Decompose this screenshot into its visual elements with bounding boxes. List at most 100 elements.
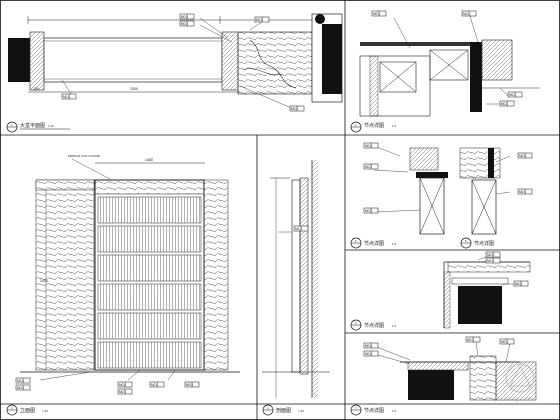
- material-tag: M0.1: [293, 225, 309, 232]
- elevation-title-block: 3 立面图 1:20: [6, 404, 48, 416]
- svg-text:M0.1: M0.1: [256, 18, 263, 22]
- svg-text:M0.1: M0.1: [463, 12, 470, 16]
- detail-d-block: [408, 370, 454, 400]
- material-tag: M0.1: [465, 336, 481, 343]
- detail-a-wall: [481, 39, 513, 81]
- material-tag: M0.1: [499, 100, 515, 107]
- material-tag: M0.1: [61, 93, 77, 100]
- svg-text:M0.1: M0.1: [365, 352, 372, 356]
- plan-title-block: 1 大堂平面图 1:20: [6, 121, 70, 133]
- elev-wood-left: [35, 179, 95, 371]
- svg-text:M0.1: M0.1: [487, 253, 494, 257]
- elev-note: MIRROR WITH FRAME: [68, 154, 100, 158]
- detail-b-title-block-2: 5 节点详图: [460, 237, 494, 249]
- material-tag: M0.1: [117, 381, 133, 388]
- svg-text:M0.1: M0.1: [519, 190, 526, 194]
- svg-text:M0.1: M0.1: [501, 102, 508, 106]
- svg-text:M0.1: M0.1: [365, 209, 372, 213]
- material-tag: M0.1: [507, 91, 523, 98]
- material-tag: M0.1: [363, 342, 379, 349]
- material-tag: M0.1: [289, 105, 305, 112]
- svg-text:1:5: 1:5: [392, 124, 397, 128]
- svg-text:1:5: 1:5: [392, 409, 397, 413]
- svg-text:节点详图: 节点详图: [364, 240, 384, 247]
- elev-width-dim: 1480: [145, 158, 153, 162]
- elevation-view: 1480 MIRROR WITH FRAME 2400 M0.1 M0.1 M0…: [6, 154, 240, 416]
- material-tag: M0.1: [363, 350, 379, 357]
- svg-text:立面图: 立面图: [20, 407, 35, 414]
- material-tag: M0.1: [179, 13, 195, 20]
- svg-text:5: 5: [355, 239, 357, 243]
- plan-stone-area: [237, 31, 313, 95]
- elev-wood-right: [203, 179, 229, 371]
- material-tag: M0.1: [363, 163, 379, 170]
- section-profile: [291, 179, 301, 373]
- material-tag: M0.1: [513, 280, 529, 287]
- svg-text:M0.1: M0.1: [119, 390, 126, 394]
- material-tag: M0.1: [15, 384, 31, 391]
- material-tag: M0.1: [179, 20, 195, 27]
- svg-text:1:20: 1:20: [42, 409, 48, 413]
- material-tag: M0.1: [363, 207, 379, 214]
- svg-text:M0.1: M0.1: [515, 282, 522, 286]
- detail-d-title-block: 7 节点详图 1:5: [350, 404, 397, 416]
- svg-text:2: 2: [355, 123, 357, 127]
- detail-b-title-block: 5 节点详图 1:5: [350, 237, 397, 249]
- material-tag: M0.1: [363, 142, 379, 149]
- svg-text:大堂平面图: 大堂平面图: [20, 122, 45, 129]
- material-tag: M0.1: [499, 338, 515, 345]
- material-tag: M0.1: [117, 388, 133, 395]
- plan-wall-block: [8, 38, 30, 82]
- elev-carved-rows: [97, 196, 202, 369]
- svg-text:M0.1: M0.1: [181, 22, 188, 26]
- svg-text:5: 5: [465, 239, 467, 243]
- material-tag: M0.1: [254, 16, 270, 23]
- detail-c-block: [458, 286, 502, 324]
- svg-text:M0.1: M0.1: [373, 12, 380, 16]
- material-tag: M0.1: [149, 381, 165, 388]
- section-view: M0.1 4 剖面图 1:20: [262, 160, 330, 416]
- detail-b-view: M0.1 M0.1 M0.1 M0.1 M0.1 5 节点详图 1:5 5 节点…: [350, 142, 533, 249]
- svg-text:节点详图: 节点详图: [364, 407, 384, 414]
- svg-text:M0.1: M0.1: [119, 383, 126, 387]
- detail-c-title-block: 6 节点详图 1:5: [350, 319, 397, 331]
- svg-text:7: 7: [355, 406, 357, 410]
- svg-text:节点详图: 节点详图: [364, 322, 384, 329]
- svg-text:6: 6: [355, 321, 357, 325]
- svg-text:M0.1: M0.1: [295, 227, 302, 231]
- svg-text:M0.1: M0.1: [17, 386, 24, 390]
- elev-height-dim: 2400: [40, 279, 48, 283]
- svg-text:M0.1: M0.1: [487, 259, 494, 263]
- svg-text:M0.1: M0.1: [509, 93, 516, 97]
- svg-text:4: 4: [267, 406, 269, 410]
- svg-text:1:5: 1:5: [392, 324, 397, 328]
- svg-text:3: 3: [11, 406, 13, 410]
- svg-text:M0.1: M0.1: [181, 15, 188, 19]
- svg-text:M0.1: M0.1: [63, 95, 70, 99]
- plan-view: 2500 150 M0.1 M0.1 M0.1 M0.1 M0.1 1 大堂平面…: [6, 13, 343, 133]
- detail-c-view: M0.1 M0.1 M0.1 6 节点详图 1:5: [350, 251, 531, 331]
- svg-text:M0.1: M0.1: [186, 383, 193, 387]
- material-tag: M0.1: [371, 10, 387, 17]
- svg-text:1:20: 1:20: [48, 124, 54, 128]
- svg-text:M0.1: M0.1: [365, 165, 372, 169]
- svg-text:M0.1: M0.1: [501, 340, 508, 344]
- detail-a-title-block: 2 节点详图 1:5: [350, 121, 397, 133]
- watermark: zhulong.com: [494, 363, 535, 403]
- material-tag: M0.1: [485, 251, 501, 258]
- svg-text:剖面图: 剖面图: [276, 407, 291, 414]
- section-title-block: 4 剖面图 1:20: [262, 404, 304, 416]
- svg-text:M0.1: M0.1: [467, 338, 474, 342]
- plan-width-dim: 2500: [130, 87, 138, 91]
- svg-text:1: 1: [11, 123, 13, 127]
- svg-text:1:20: 1:20: [298, 409, 304, 413]
- watermark-text: zhulong.com: [494, 396, 534, 403]
- material-tag: M0.1: [15, 377, 31, 384]
- material-tag: M0.1: [517, 188, 533, 195]
- material-tag: M0.1: [517, 152, 533, 159]
- svg-text:M0.1: M0.1: [365, 344, 372, 348]
- material-tag: M0.1: [184, 381, 200, 388]
- svg-text:节点详图: 节点详图: [364, 122, 384, 129]
- svg-text:1:5: 1:5: [392, 242, 397, 246]
